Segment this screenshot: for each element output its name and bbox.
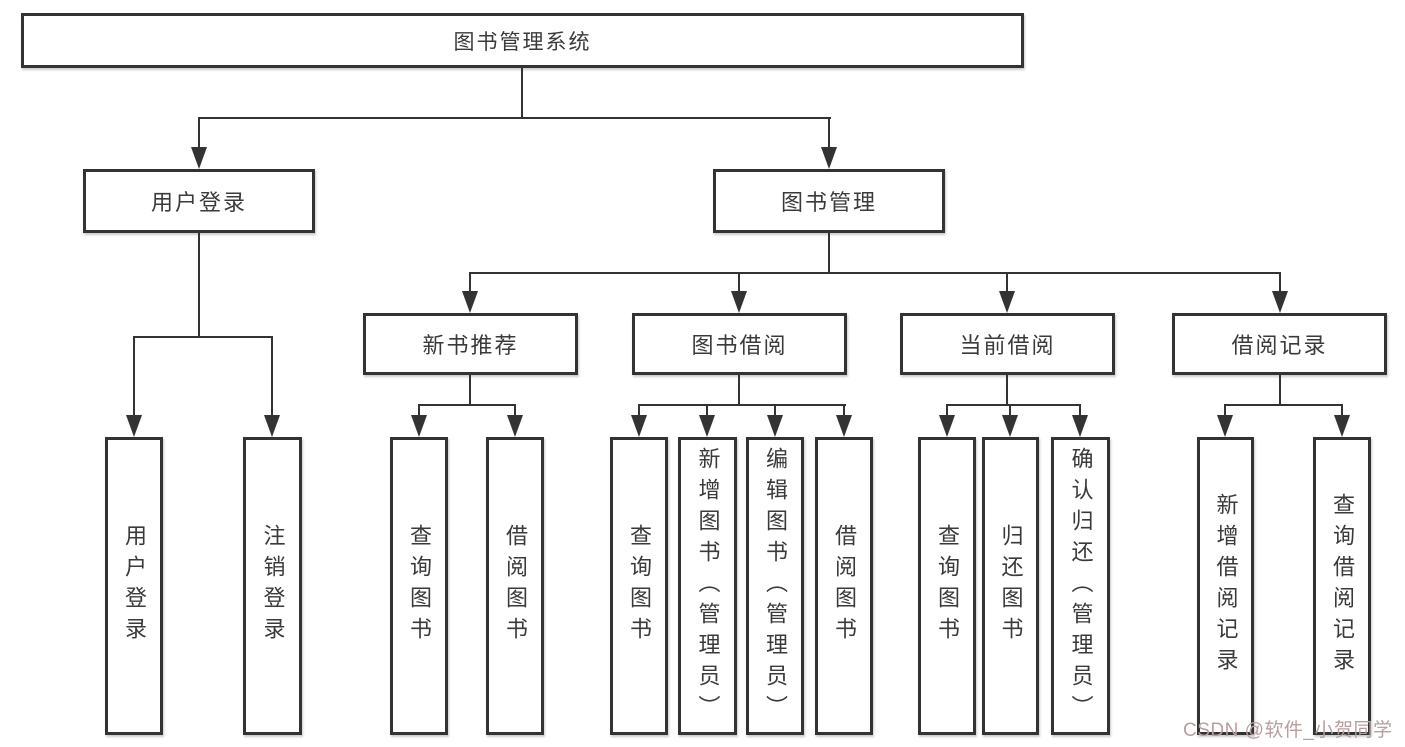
node-cb-query-books: 查询图书 — [918, 437, 976, 735]
connector-line — [1279, 375, 1281, 406]
arrowhead-down-icon — [1272, 291, 1288, 313]
watermark: CSDN @软件_小贺同学 — [1183, 720, 1393, 741]
connector-line — [198, 117, 200, 149]
node-cb-confirm-return-admin: 确认归还（管理员） — [1051, 437, 1110, 735]
node-bb-add-books-admin: 新增图书（管理员） — [678, 437, 737, 735]
node-cb-query-books-label: 查询图书 — [935, 524, 960, 648]
arrowhead-down-icon — [1334, 415, 1350, 437]
node-book-borrowing: 图书借阅 — [632, 313, 847, 375]
connector-line — [828, 233, 830, 274]
arrowhead-down-icon — [999, 291, 1015, 313]
node-new-book-recommendation-label: 新书推荐 — [422, 333, 519, 358]
connector-line — [1279, 272, 1281, 292]
connector-line — [198, 117, 831, 119]
connector-line — [946, 404, 1081, 406]
node-br-query-record: 查询借阅记录 — [1313, 437, 1371, 735]
node-nb-query-books: 查询图书 — [390, 437, 448, 735]
connector-line — [738, 272, 740, 292]
node-bb-edit-books-admin: 编辑图书（管理员） — [746, 437, 804, 735]
arrowhead-down-icon — [731, 291, 747, 313]
node-br-query-record-label: 查询借阅记录 — [1330, 493, 1355, 679]
arrowhead-down-icon — [1002, 415, 1018, 437]
connector-line — [828, 117, 830, 149]
arrowhead-down-icon — [1072, 415, 1088, 437]
arrowhead-down-icon — [191, 147, 207, 169]
node-login: 用户登录 — [105, 437, 163, 735]
connector-line — [271, 336, 273, 416]
node-nb-borrow-books-label: 借阅图书 — [503, 524, 528, 648]
connector-line — [1006, 375, 1008, 406]
node-current-borrowing-label: 当前借阅 — [959, 333, 1056, 358]
connector-line — [1224, 404, 1343, 406]
connector-line — [133, 336, 273, 338]
connector-line — [638, 404, 846, 406]
connector-line — [1006, 272, 1008, 292]
connector-line — [946, 404, 948, 416]
node-br-add-record: 新增借阅记录 — [1197, 437, 1254, 735]
arrowhead-down-icon — [264, 415, 280, 437]
arrowhead-down-icon — [462, 291, 478, 313]
node-book-borrowing-label: 图书借阅 — [691, 333, 788, 358]
connector-line — [469, 272, 1281, 274]
node-bb-borrow-books-label: 借阅图书 — [832, 524, 857, 648]
node-bb-borrow-books: 借阅图书 — [815, 437, 873, 735]
arrowhead-down-icon — [939, 415, 955, 437]
node-nb-borrow-books: 借阅图书 — [486, 437, 544, 735]
arrowhead-down-icon — [1217, 415, 1233, 437]
node-book-management: 图书管理 — [713, 169, 945, 233]
arrowhead-down-icon — [126, 415, 142, 437]
node-bb-query-books-label: 查询图书 — [627, 524, 652, 648]
node-logout-label: 注销登录 — [260, 524, 286, 648]
connector-line — [843, 404, 845, 416]
arrowhead-down-icon — [767, 415, 783, 437]
node-bb-add-books-admin-label: 新增图书（管理员） — [695, 446, 721, 726]
node-nb-query-books-label: 查询图书 — [407, 524, 432, 648]
node-new-book-recommendation: 新书推荐 — [363, 313, 578, 375]
node-bb-edit-books-admin-label: 编辑图书（管理员） — [763, 446, 788, 726]
connector-line — [418, 404, 420, 416]
connector-line — [418, 404, 516, 406]
connector-line — [1224, 404, 1226, 416]
connector-line — [469, 272, 471, 292]
connector-line — [198, 233, 200, 338]
connector-line — [638, 404, 640, 416]
node-bb-query-books: 查询图书 — [610, 437, 668, 735]
connector-line — [514, 404, 516, 416]
connector-line — [521, 68, 523, 118]
node-root: 图书管理系统 — [21, 13, 1024, 68]
arrowhead-down-icon — [821, 147, 837, 169]
connector-line — [469, 375, 471, 406]
connector-line — [1341, 404, 1343, 416]
node-user-login-label: 用户登录 — [150, 190, 247, 215]
node-book-management-label: 图书管理 — [780, 190, 877, 215]
node-borrowing-records-label: 借阅记录 — [1231, 333, 1328, 358]
connector-line — [133, 336, 135, 416]
node-current-borrowing: 当前借阅 — [900, 313, 1115, 375]
connector-line — [774, 404, 776, 416]
connector-line — [1079, 404, 1081, 416]
node-login-label: 用户登录 — [122, 524, 147, 648]
arrowhead-down-icon — [631, 415, 647, 437]
node-cb-return-books: 归还图书 — [982, 437, 1039, 735]
node-root-label: 图书管理系统 — [453, 30, 592, 54]
node-borrowing-records: 借阅记录 — [1172, 313, 1387, 375]
node-logout: 注销登录 — [243, 437, 302, 735]
node-cb-confirm-return-admin-label: 确认归还（管理员） — [1068, 446, 1094, 726]
arrowhead-down-icon — [836, 415, 852, 437]
connector-line — [738, 375, 740, 406]
arrowhead-down-icon — [411, 415, 427, 437]
node-user-login: 用户登录 — [83, 169, 315, 233]
connector-line — [706, 404, 708, 416]
arrowhead-down-icon — [507, 415, 523, 437]
node-cb-return-books-label: 归还图书 — [998, 524, 1024, 648]
node-br-add-record-label: 新增借阅记录 — [1213, 493, 1239, 679]
arrowhead-down-icon — [699, 415, 715, 437]
connector-line — [1009, 404, 1011, 416]
